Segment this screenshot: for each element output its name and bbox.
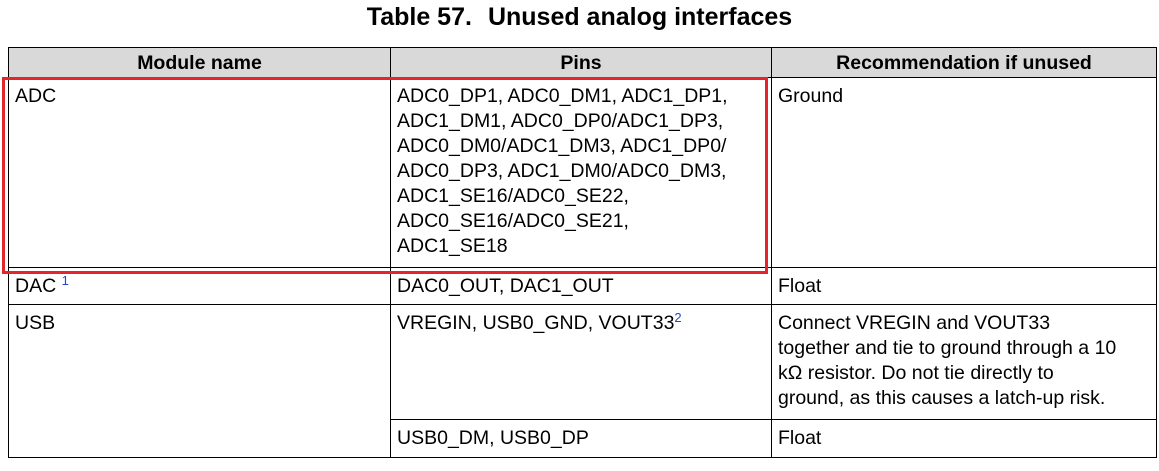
recommendation-line: ground, as this causes a latch-up risk.: [778, 387, 1106, 409]
cell-recommendation-adc: Ground: [771, 77, 1157, 268]
pins-label-usb: VREGIN, USB0_GND, VOUT33: [397, 312, 675, 334]
pin-line: ADC0_DM0/ADC1_DM3, ADC1_DP0/: [397, 135, 727, 157]
header-module-name: Module name: [8, 47, 391, 78]
header-pins: Pins: [390, 47, 772, 78]
pin-line: ADC0_SE16/ADC0_SE21,: [397, 210, 629, 232]
header-row: Module name Pins Recommendation if unuse…: [8, 47, 1157, 78]
cell-module-adc: ADC: [8, 77, 391, 268]
pin-line: ADC1_SE16/ADC0_SE22,: [397, 185, 629, 207]
footnote-link-2[interactable]: 2: [674, 310, 682, 325]
cell-module-dac: DAC 1: [8, 267, 391, 305]
cell-pins-usb-data: USB0_DM, USB0_DP: [390, 419, 772, 458]
cell-recommendation-usb: Connect VREGIN and VOUT33 together and t…: [771, 304, 1157, 420]
cell-recommendation-usb-data: Float: [771, 419, 1157, 458]
pin-line: ADC0_DP1, ADC0_DM1, ADC1_DP1,: [397, 85, 728, 107]
header-recommendation: Recommendation if unused: [771, 47, 1157, 78]
pin-line: ADC0_DP3, ADC1_DM0/ADC0_DM3,: [397, 160, 727, 182]
table-row-usb-data: USB0_DM, USB0_DP Float: [9, 419, 1157, 458]
table-number: Table 57.: [366, 3, 472, 31]
cell-module-usb: USB: [8, 304, 391, 458]
pin-line: ADC1_DM1, ADC0_DP0/ADC1_DP3,: [397, 110, 724, 132]
table-row-adc: ADC ADC0_DP1, ADC0_DM1, ADC1_DP1, ADC1_D…: [8, 77, 1157, 268]
unused-analog-interfaces-table: Module name Pins Recommendation if unuse…: [8, 47, 1157, 458]
recommendation-line: kΩ resistor. Do not tie directly to: [778, 362, 1054, 384]
cell-pins-adc: ADC0_DP1, ADC0_DM1, ADC1_DP1, ADC1_DM1, …: [390, 77, 772, 268]
cell-pins-dac: DAC0_OUT, DAC1_OUT: [390, 267, 772, 305]
table-title: Unused analog interfaces: [487, 3, 793, 31]
recommendation-line: Connect VREGIN and VOUT33: [778, 312, 1051, 334]
recommendation-line: together and tie to ground through a 10: [778, 337, 1117, 359]
table-row-usb: USB VREGIN, USB0_GND, VOUT332 Connect VR…: [8, 304, 1157, 458]
cell-recommendation-dac: Float: [771, 267, 1157, 305]
pin-line: ADC1_SE18: [397, 235, 508, 257]
module-label-dac: DAC: [15, 275, 57, 297]
table-caption: Table 57. Unused analog interfaces: [0, 2, 1159, 32]
cell-pins-usb: VREGIN, USB0_GND, VOUT332: [390, 304, 772, 420]
table-row-dac: DAC 1 DAC0_OUT, DAC1_OUT Float: [8, 267, 1157, 305]
footnote-link-1[interactable]: 1: [61, 273, 69, 288]
